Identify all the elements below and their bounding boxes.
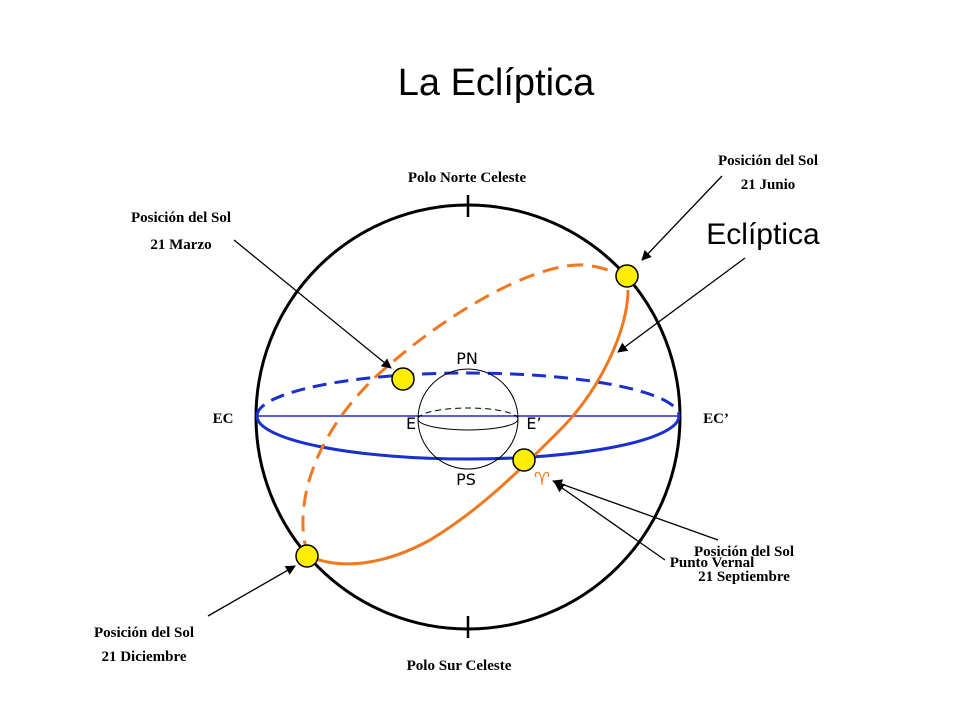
arrow-september: [552, 479, 719, 541]
sun-june-label-line2: 21 Junio: [741, 177, 796, 193]
sun-march-label-line2: 21 Marzo: [150, 237, 211, 253]
sun-december-label-line1: Posición del Sol: [94, 625, 194, 641]
aries-symbol-icon: ♈: [534, 469, 550, 490]
earth-north-pole-label: PN: [456, 349, 478, 368]
ecliptic-label: Eclíptica: [706, 218, 820, 251]
south-pole-label: Polo Sur Celeste: [407, 658, 512, 674]
page-title: La Eclíptica: [398, 62, 595, 104]
sun-june: [615, 264, 639, 288]
arrow-vernal-point: [554, 482, 666, 561]
ec-left-label: EC: [213, 411, 234, 427]
earth-south-pole-label: PS: [456, 470, 476, 489]
celestial-sphere: [254, 203, 682, 631]
north-pole-label: Polo Norte Celeste: [408, 170, 527, 186]
ecliptic-front: [307, 289, 630, 566]
earth-equator-back: [417, 407, 519, 420]
sun-december-label-line2: 21 Diciembre: [101, 649, 186, 665]
earth-east-prime-label: E’: [526, 414, 541, 433]
sun-march: [391, 367, 415, 391]
celestial-equator-back: [255, 371, 681, 417]
celestial-equator-front: [255, 415, 681, 461]
sun-june-label-line1: Posición del Sol: [718, 153, 818, 169]
vernal-point-label: Punto Vernal: [670, 555, 755, 571]
arrow-march: [233, 239, 392, 369]
sun-september-label-line2: 21 Septiembre: [698, 569, 790, 585]
arrow-december: [207, 565, 296, 617]
sun-march-label-line1: Posición del Sol: [131, 210, 231, 226]
earth-east-label: E: [406, 414, 416, 433]
sun-december: [295, 544, 319, 568]
ec-right-label: EC’: [703, 411, 729, 427]
sun-september-label-line1: Posición del Sol: [694, 544, 794, 560]
earth: [417, 368, 519, 470]
arrow-june: [641, 175, 723, 261]
arrow-ecliptic: [617, 257, 746, 353]
sun-september: [512, 448, 536, 472]
ecliptic-back: [301, 263, 630, 557]
earth-equator-front: [417, 418, 519, 431]
